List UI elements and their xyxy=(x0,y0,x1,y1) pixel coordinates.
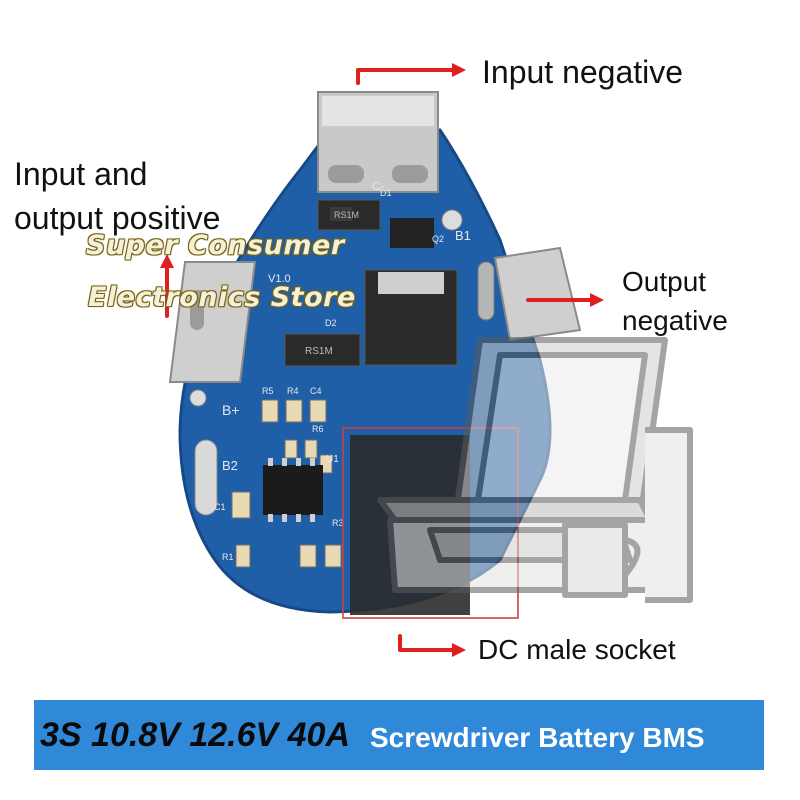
svg-text:R3: R3 xyxy=(332,518,344,528)
banner-spec: 3S 10.8V 12.6V 40A xyxy=(40,716,351,754)
svg-text:R5: R5 xyxy=(262,386,274,396)
svg-text:RS1M: RS1M xyxy=(305,346,333,357)
svg-text:R6: R6 xyxy=(312,424,324,434)
pcb-marking-version: V1.0 xyxy=(268,273,291,285)
svg-text:D1: D1 xyxy=(380,188,392,198)
input-output-positive-tab xyxy=(168,261,257,383)
pcb-marking-b-plus: B+ xyxy=(222,402,240,418)
svg-text:C1: C1 xyxy=(214,502,226,512)
pcb-marking-b1: B1 xyxy=(455,228,471,243)
arrow-head-dc-socket xyxy=(452,643,466,657)
label-input-output-positive-line2: output positive xyxy=(14,200,221,236)
arrow-head-input-negative xyxy=(452,63,466,77)
banner-title: Screwdriver Battery BMS xyxy=(370,722,705,753)
pcb-marking-b2: B2 xyxy=(222,458,238,473)
laptop-watermark-icon xyxy=(377,337,693,603)
product-banner: 3S 10.8V 12.6V 40A Screwdriver Battery B… xyxy=(34,700,764,770)
svg-text:D2: D2 xyxy=(325,318,337,328)
label-input-output-positive-line1: Input and xyxy=(14,156,148,192)
label-dc-male-socket: DC male socket xyxy=(478,634,676,665)
mounting-slot xyxy=(194,439,218,516)
store-watermark-line1: Super Consumer xyxy=(86,230,345,261)
svg-text:Q2: Q2 xyxy=(432,234,444,244)
label-input-negative: Input negative xyxy=(482,54,684,90)
label-output-negative-line2: negative xyxy=(622,305,728,336)
svg-text:R4: R4 xyxy=(287,386,299,396)
arrows xyxy=(165,68,592,652)
store-watermark-line2: Electronics Store xyxy=(88,282,356,313)
mosfet-chip xyxy=(390,218,434,248)
svg-text:RS1M: RS1M xyxy=(334,210,359,220)
arrow-head-output-negative xyxy=(590,293,604,307)
svg-text:R1: R1 xyxy=(222,552,234,562)
svg-text:U1: U1 xyxy=(326,454,339,465)
arrow-head-input-output-positive xyxy=(160,254,174,268)
protection-ic xyxy=(263,465,323,515)
svg-text:C4: C4 xyxy=(310,386,322,396)
output-negative-tab xyxy=(493,246,582,342)
label-output-negative-line1: Output xyxy=(622,266,707,297)
pcb-marking-c-minus: C- xyxy=(372,179,385,193)
diode-rs1m-mid xyxy=(284,333,361,367)
